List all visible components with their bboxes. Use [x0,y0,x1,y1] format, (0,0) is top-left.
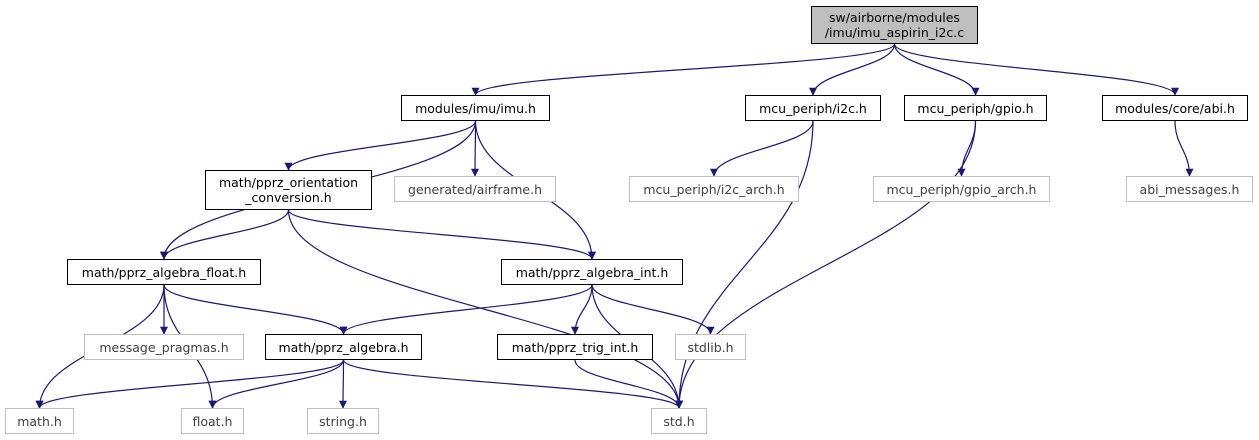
edge-alg-int-to-alg [339,284,593,335]
node-float: float.h [181,408,244,434]
node-i2c[interactable]: mcu_periph/i2c.h [745,95,881,121]
edge-i2c-to-i2c-arch [710,120,814,177]
node-math: math.h [5,408,74,434]
edge-alg-int-to-stdlib [591,284,715,335]
edge-alg-to-string [339,359,348,409]
edge-root-to-gpio [893,43,980,96]
node-orient[interactable]: math/pprz_orientation _conversion.h [205,170,372,210]
node-abi[interactable]: modules/core/abi.h [1102,95,1248,121]
edge-orient-to-alg-int [287,209,596,260]
edge-i2c-to-std [675,120,814,409]
edge-orient-to-alg-float [160,209,290,260]
edge-alg-to-std [342,359,683,409]
edge-orient-to-std [287,209,683,409]
node-string: string.h [307,408,379,434]
edge-trig-to-std [574,359,683,409]
edge-alg-int-to-trig [571,284,593,335]
edge-alg-float-to-alg [163,284,348,335]
edge-abi-to-abi-msgs [1174,120,1194,177]
node-alg-float[interactable]: math/pprz_algebra_float.h [67,259,261,285]
node-msg-prag: message_pragmas.h [84,334,244,360]
node-i2c-arch: mcu_periph/i2c_arch.h [629,176,799,202]
edge-root-to-imu [471,43,896,96]
node-root[interactable]: sw/airborne/modules /imu/imu_aspirin_i2c… [811,6,978,44]
node-trig[interactable]: math/pprz_trig_int.h [497,334,653,360]
node-alg[interactable]: math/pprz_algebra.h [265,334,422,360]
node-gpio[interactable]: mcu_periph/gpio.h [904,95,1047,121]
node-abi-msgs: abi_messages.h [1126,176,1253,202]
edge-root-to-abi [893,43,1179,96]
node-std: std.h [651,408,707,434]
edge-gpio-to-gpio-arch [957,120,977,177]
edge-root-to-i2c [809,43,896,96]
edge-imu-to-orient [284,120,477,171]
node-airframe: generated/airframe.h [394,176,556,202]
node-gpio-arch: mcu_periph/gpio_arch.h [873,176,1050,202]
edge-alg-to-float [208,359,345,409]
node-imu[interactable]: modules/imu/imu.h [401,95,550,121]
node-alg-int[interactable]: math/pprz_algebra_int.h [501,259,683,285]
edge-imu-to-airframe [471,120,480,177]
node-stdlib: stdlib.h [675,334,746,360]
edge-alg-to-math [35,359,345,409]
